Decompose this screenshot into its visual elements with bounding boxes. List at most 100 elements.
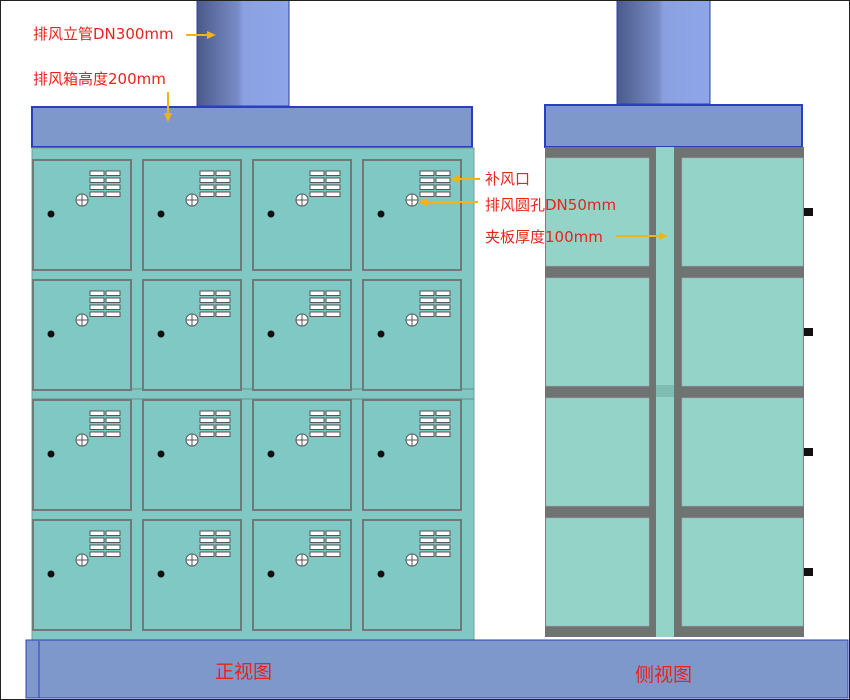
makeup-air-slot [89,311,105,317]
makeup-air-slot [325,311,341,317]
front-exhaust-box [31,106,473,148]
makeup-air-slot [89,551,105,557]
makeup-air-slot [89,530,105,536]
makeup-air-slot [105,304,121,310]
side-door-right [681,277,804,387]
makeup-air-slot [215,530,231,536]
makeup-air-slot [105,191,121,197]
makeup-air-slot [419,191,435,197]
makeup-air-slot [435,537,451,543]
makeup-air-slot [419,431,435,437]
door-handle-icon [157,210,165,218]
makeup-air-slot [325,551,341,557]
side-panel-stack [545,157,813,627]
side-handle-icon [804,208,813,216]
makeup-air-slot [325,424,341,430]
makeup-air-slot [199,424,215,430]
makeup-air-slot [435,311,451,317]
makeup-air-slot [199,544,215,550]
makeup-air-slot [89,544,105,550]
makeup-air-slot [199,551,215,557]
door-handle-icon [267,450,275,458]
label-makeup-air: 补风口 [485,170,531,188]
makeup-air-slot [105,177,121,183]
makeup-air-slot [419,184,435,190]
makeup-air-slot [325,191,341,197]
makeup-air-slot [89,431,105,437]
side-door-right [681,397,804,507]
makeup-air-slot [435,184,451,190]
door-handle-icon [47,330,55,338]
makeup-air-slot [215,544,231,550]
makeup-air-slot [89,191,105,197]
makeup-air-slot [325,530,341,536]
makeup-air-slot [325,304,341,310]
makeup-air-slot [325,417,341,423]
makeup-air-slot [199,410,215,416]
makeup-air-slot [435,530,451,536]
side-partition-joint [656,385,674,397]
makeup-air-slot [419,410,435,416]
makeup-air-slot [89,290,105,296]
makeup-air-slot [215,297,231,303]
door-handle-icon [377,210,385,218]
makeup-air-slot [199,297,215,303]
door-handle-icon [157,570,165,578]
door-handle-icon [267,210,275,218]
makeup-air-slot [105,537,121,543]
makeup-air-slot [325,297,341,303]
makeup-air-slot [199,290,215,296]
makeup-air-slot [105,311,121,317]
makeup-air-slot [215,170,231,176]
side-door-right [681,517,804,627]
makeup-air-slot [435,551,451,557]
makeup-air-slot [105,170,121,176]
door-handle-icon [47,210,55,218]
side-view-title: 侧视图 [635,664,693,686]
makeup-air-slot [325,410,341,416]
makeup-air-slot [105,424,121,430]
arrow-head-makeup-air [450,175,459,183]
side-exhaust-riser [616,0,711,105]
side-handle-icon [804,568,813,576]
makeup-air-slot [325,537,341,543]
makeup-air-slot [435,297,451,303]
door-handle-icon [267,330,275,338]
makeup-air-slot [419,304,435,310]
label-exhaust-hole: 排风圆孔DN50mm [485,196,617,214]
makeup-air-slot [215,304,231,310]
door-handle-icon [377,330,385,338]
makeup-air-slot [309,184,325,190]
arrow-head-exhaust-hole [418,198,427,206]
makeup-air-slot [419,537,435,543]
makeup-air-slot [325,544,341,550]
door-handle-icon [157,330,165,338]
makeup-air-slot [199,170,215,176]
makeup-air-slot [89,184,105,190]
makeup-air-slot [199,417,215,423]
makeup-air-slot [419,551,435,557]
makeup-air-slot [89,304,105,310]
makeup-air-slot [215,311,231,317]
makeup-air-slot [199,191,215,197]
makeup-air-slot [309,410,325,416]
makeup-air-slot [309,530,325,536]
makeup-air-slot [325,177,341,183]
makeup-air-slot [435,424,451,430]
makeup-air-slot [215,537,231,543]
makeup-air-slot [215,424,231,430]
makeup-air-slot [89,417,105,423]
makeup-air-slot [105,410,121,416]
makeup-air-slot [419,311,435,317]
makeup-air-slot [309,177,325,183]
makeup-air-slot [419,177,435,183]
side-door-left [545,517,650,627]
makeup-air-slot [419,170,435,176]
makeup-air-slot [105,417,121,423]
makeup-air-slot [435,417,451,423]
makeup-air-slot [419,417,435,423]
door-handle-icon [47,450,55,458]
makeup-air-slot [105,544,121,550]
makeup-air-slot [309,537,325,543]
